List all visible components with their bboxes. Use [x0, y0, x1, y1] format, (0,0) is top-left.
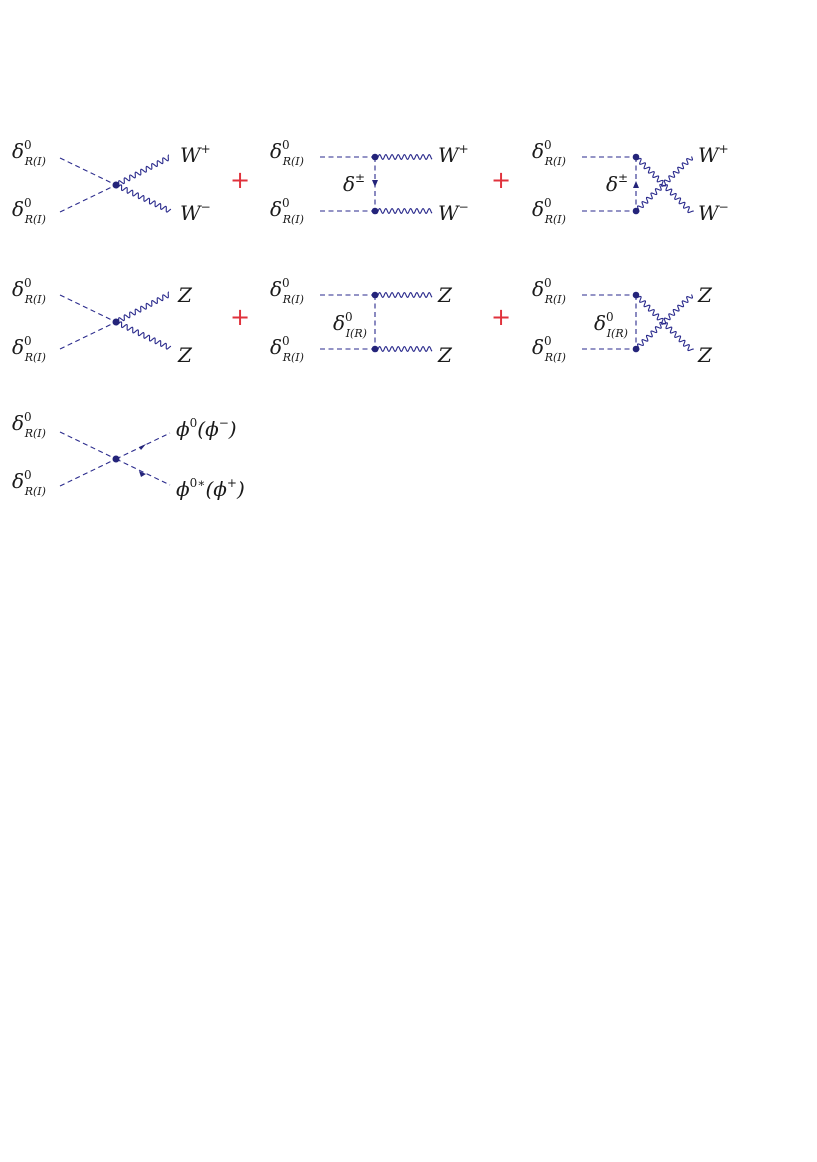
- label-z: Z: [437, 283, 453, 307]
- z-propagator: [115, 291, 170, 325]
- vertex-dot: [371, 345, 379, 353]
- vertex-dot: [632, 153, 640, 161]
- label-delta-pm: δ±: [343, 171, 365, 196]
- arrow-out: [139, 444, 146, 450]
- label-z: Z: [177, 343, 193, 367]
- vertex-dot: [632, 207, 640, 215]
- z-propagator: [374, 291, 433, 299]
- scalar-line: [59, 321, 117, 350]
- label-phi0-phi-minus: ϕ0(ϕ−): [176, 416, 237, 441]
- plus-sign: +: [491, 166, 511, 194]
- scalar-line: [59, 431, 117, 460]
- label-z: Z: [697, 283, 713, 307]
- vertex-dot: [112, 181, 120, 189]
- label-z: Z: [697, 343, 713, 367]
- scalar-line: [59, 184, 117, 213]
- plus-sign: +: [230, 303, 250, 331]
- label-delta-pm: δ±: [606, 171, 628, 196]
- plus-sign: +: [491, 303, 511, 331]
- z-propagator: [635, 294, 694, 351]
- label-w-minus: W−: [180, 200, 211, 225]
- scalar-line: [59, 157, 117, 186]
- plus-sign: +: [230, 166, 250, 194]
- vertex-dot: [112, 455, 120, 463]
- vertex-dot: [632, 291, 640, 299]
- label-z: Z: [437, 343, 453, 367]
- label-w-plus: W+: [180, 142, 211, 167]
- z-propagator: [634, 294, 694, 352]
- scalar-line: [59, 458, 117, 487]
- vertex-dot: [371, 207, 379, 215]
- label-w-minus: W−: [698, 200, 729, 225]
- w-minus-propagator: [115, 184, 172, 213]
- w-plus-propagator: [635, 156, 694, 213]
- vertex-dot: [632, 345, 640, 353]
- w-minus-propagator: [634, 156, 694, 214]
- label-w-plus: W+: [438, 142, 469, 167]
- vertex-dot: [112, 318, 120, 326]
- label-phi0star-phi-plus: ϕ0∗(ϕ+): [176, 476, 245, 501]
- label-w-plus: W+: [698, 142, 729, 167]
- w-plus-propagator: [115, 154, 170, 188]
- w-minus-propagator: [374, 207, 433, 215]
- z-propagator: [115, 321, 172, 350]
- w-plus-propagator: [374, 153, 433, 161]
- arrow-in: [139, 471, 146, 477]
- scalar-line: [115, 458, 171, 486]
- vertex-dot: [371, 291, 379, 299]
- label-z: Z: [177, 283, 193, 307]
- label-w-minus: W−: [438, 200, 469, 225]
- scalar-line: [59, 294, 117, 323]
- arrow-down: [372, 180, 378, 187]
- arrow-up: [633, 181, 639, 188]
- vertex-dot: [371, 153, 379, 161]
- z-propagator: [374, 345, 433, 353]
